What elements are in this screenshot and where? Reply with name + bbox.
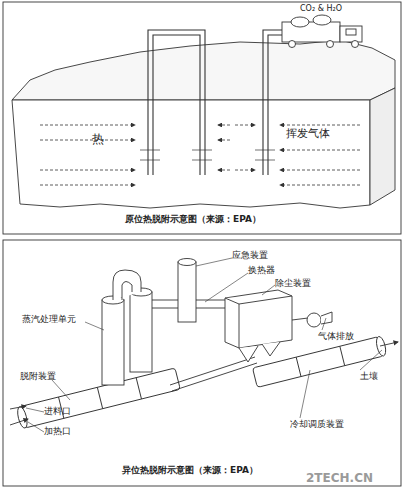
part-label: 除尘装置 xyxy=(275,279,311,289)
treatment-truck xyxy=(282,15,362,48)
part-label: 蒸汽处理单元 xyxy=(22,315,76,325)
heat-arrow xyxy=(10,419,28,425)
part-label: 土壤 xyxy=(360,372,378,382)
part-label: 加热口 xyxy=(44,427,71,437)
leader-lines xyxy=(26,258,382,432)
part-label: 进料口 xyxy=(44,407,71,417)
panel-frame xyxy=(3,2,401,234)
exhaust-fan xyxy=(292,312,332,327)
watermark: 2TECH.CN xyxy=(306,472,373,485)
part-label: 换热器 xyxy=(248,266,275,276)
desorber-drum xyxy=(16,368,180,429)
panel-caption: 异位热脱附示意图（来源：EPA） xyxy=(122,466,258,476)
emergency-stack xyxy=(152,259,225,323)
panel-caption: 原位热脱附示意图（来源：EPA） xyxy=(125,215,261,225)
panel-frame xyxy=(3,240,401,486)
gas-label: CO₂ & H₂O xyxy=(300,5,342,14)
heat-arrows xyxy=(40,125,360,185)
gas-label: 挥发气体 xyxy=(286,128,330,140)
soil-out-arrow xyxy=(380,342,398,346)
part-label: 脱附装置 xyxy=(20,372,56,382)
conveyor xyxy=(170,357,257,391)
baghouse xyxy=(225,290,292,362)
soil-block xyxy=(12,40,395,208)
part-label: 气体排放 xyxy=(318,332,354,342)
vapor-treatment xyxy=(102,270,152,385)
feed-arrow xyxy=(10,406,26,409)
part-label: 应急装置 xyxy=(232,251,268,261)
part-label: 冷却调质装置 xyxy=(290,420,344,430)
heat-label: 热 xyxy=(92,133,104,146)
well-pipes xyxy=(140,30,300,175)
